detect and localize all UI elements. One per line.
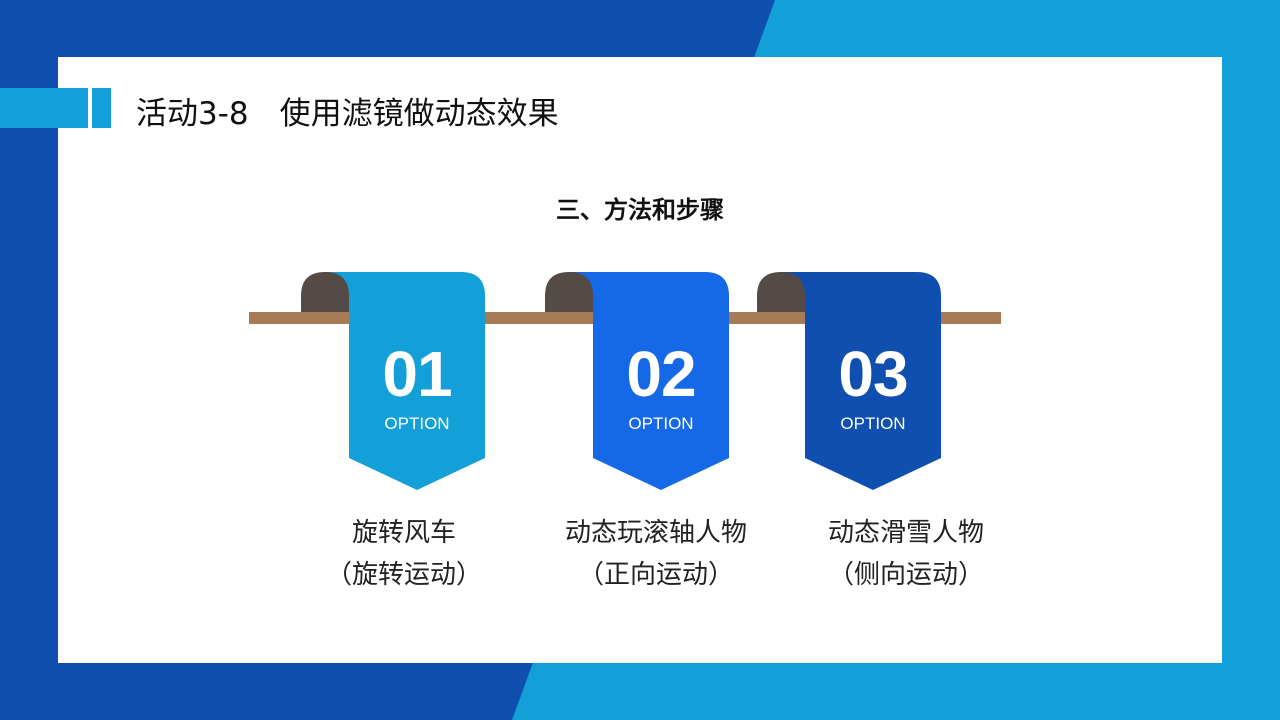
option-detail: （旋转运动） <box>325 560 482 590</box>
option-ribbon-2[interactable]: 02 OPTION <box>545 272 729 494</box>
option-detail: （正向运动） <box>577 560 734 590</box>
option-number: 02 <box>626 338 696 410</box>
option-name: 旋转风车 <box>351 518 456 548</box>
title-accent-bar-small <box>92 88 111 128</box>
option-label-2: 动态玩滚轴人物 （正向运动） <box>536 512 776 596</box>
option-caption: OPTION <box>628 414 694 433</box>
ribbon-shape-2 <box>545 272 729 490</box>
option-ribbon-3[interactable]: 03 OPTION <box>757 272 941 494</box>
option-caption: OPTION <box>384 414 450 433</box>
option-caption: OPTION <box>840 414 906 433</box>
ribbon-shape-3 <box>757 272 941 490</box>
option-label-1: 旋转风车 （旋转运动） <box>284 512 524 596</box>
slide-title: 活动3-8 使用滤镜做动态效果 <box>136 96 559 132</box>
option-label-3: 动态滑雪人物 （侧向运动） <box>786 512 1026 596</box>
option-name: 动态滑雪人物 <box>827 518 984 548</box>
title-accent-bar <box>0 88 88 128</box>
option-number: 01 <box>382 338 452 410</box>
section-heading: 三、方法和步骤 <box>556 196 724 224</box>
option-ribbon-1[interactable]: 01 OPTION <box>301 272 485 494</box>
option-number: 03 <box>838 338 908 410</box>
option-name: 动态玩滚轴人物 <box>564 518 747 548</box>
ribbon-shape-1 <box>301 272 485 490</box>
option-detail: （侧向运动） <box>827 560 984 590</box>
